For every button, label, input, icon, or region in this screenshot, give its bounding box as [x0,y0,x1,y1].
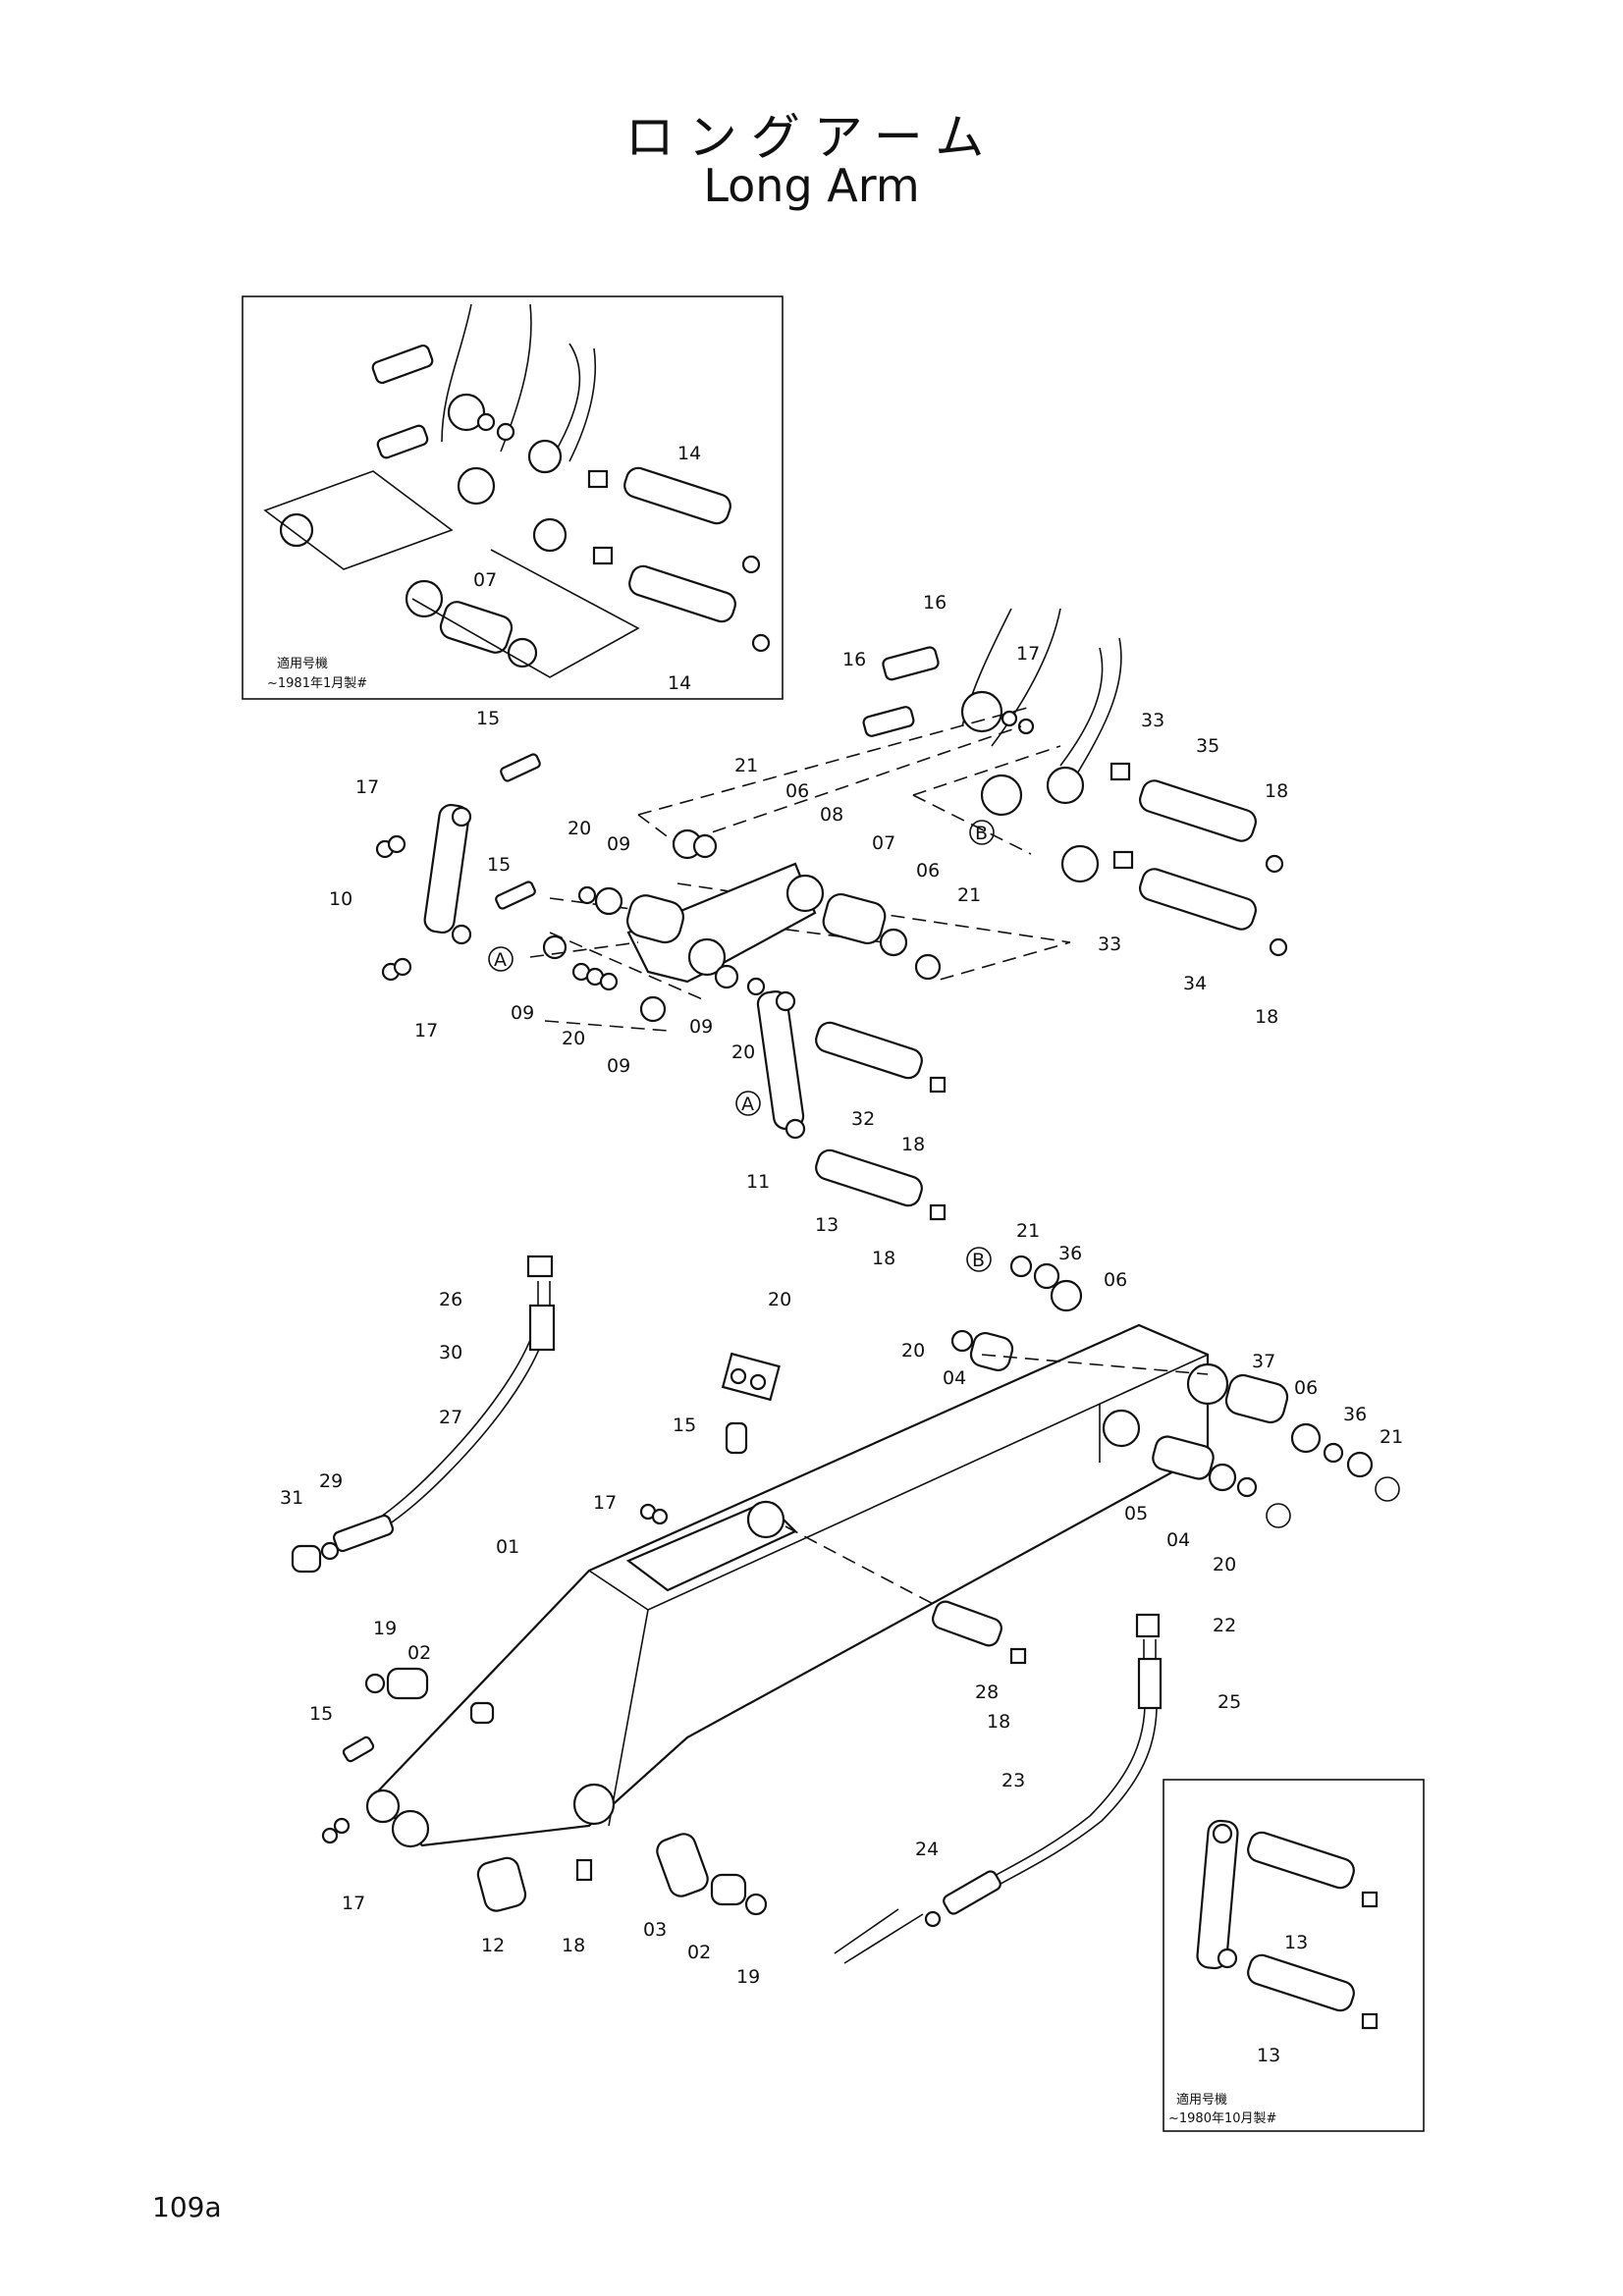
link-assembly [375,608,1288,1221]
callout-15-d: 15 [309,1703,333,1725]
main-arm [291,1255,1374,1964]
callout-18-b: 18 [1255,1006,1278,1028]
callout-15-c: 15 [673,1415,696,1436]
callout-21-a: 21 [734,755,758,776]
marker-b-1: B [975,823,988,844]
callout-04-a: 04 [943,1367,966,1389]
callout-20-f: 20 [1213,1554,1236,1575]
callout-20-e: 20 [901,1340,925,1362]
inset-bottom-frame [1163,1779,1425,2132]
page-number: 109a [152,2191,222,2223]
inset-top-frame [242,295,784,700]
callout-14-a: 14 [677,443,701,464]
callout-07-inset: 07 [473,569,497,591]
inset-top: 14 14 07 適用号機 ~1981年1月製# [242,295,784,700]
callout-09-a: 09 [607,833,630,855]
callout-12: 12 [481,1935,505,1956]
callout-13-inset-a: 13 [1284,1932,1308,1953]
callout-20-c: 20 [731,1041,755,1063]
marker-b-2: B [972,1250,985,1271]
callout-17-top: 17 [1016,643,1040,665]
callout-24: 24 [915,1839,939,1860]
callout-22: 22 [1213,1615,1236,1636]
callout-06-d: 06 [1294,1377,1318,1399]
callout-36-b: 36 [1343,1404,1367,1425]
callout-18-c: 18 [901,1134,925,1155]
callout-31: 31 [280,1487,303,1509]
callout-06-a: 06 [785,780,809,802]
callout-20-b: 20 [562,1028,585,1049]
callout-04-b: 04 [1166,1529,1190,1551]
callout-27: 27 [439,1407,462,1428]
callout-06-b: 06 [916,860,940,881]
callout-05: 05 [1124,1503,1148,1524]
callout-28: 28 [975,1682,999,1703]
callout-16-a: 16 [923,592,947,614]
callout-09-c: 09 [607,1055,630,1077]
callout-23: 23 [1001,1770,1025,1791]
callout-02-b: 02 [687,1942,711,1963]
callout-37: 37 [1252,1351,1275,1372]
page-title-japanese: ロングアーム [624,109,999,166]
callout-01: 01 [496,1536,519,1558]
callout-10: 10 [329,888,352,910]
callout-18-a: 18 [1265,780,1288,802]
marker-a-2: A [741,1094,754,1115]
callout-16-b: 16 [842,649,866,670]
callout-02-a: 02 [407,1642,431,1664]
callout-03: 03 [643,1919,667,1941]
callout-13-inset-b: 13 [1257,2045,1280,2066]
callout-17-a: 17 [355,776,379,798]
inset-top-note-line2: ~1981年1月製# [267,676,367,691]
inset-top-note-line1: 適用号機 [277,656,328,671]
callout-17-d: 17 [342,1893,365,1914]
callout-08: 08 [820,804,843,826]
callout-07: 07 [872,832,895,854]
page-title-english: Long Arm [703,159,920,212]
callout-21-d: 21 [1380,1426,1403,1448]
callout-21-c: 21 [1016,1220,1040,1242]
callout-19-a: 19 [373,1618,397,1639]
callout-18-d: 18 [872,1248,895,1269]
callout-19-b: 19 [736,1966,760,1988]
inset-bottom-note-line2: ~1980年10月製# [1168,2111,1276,2126]
callout-29: 29 [319,1470,343,1492]
callout-36-a: 36 [1058,1243,1082,1264]
callout-18-f: 18 [562,1935,585,1956]
callout-06-c: 06 [1104,1269,1127,1291]
callout-21-b: 21 [957,884,981,906]
callout-13: 13 [815,1214,839,1236]
callout-30: 30 [439,1342,462,1363]
callout-15-a: 15 [476,708,500,729]
callout-33-b: 33 [1098,934,1121,955]
callout-26: 26 [439,1289,462,1310]
callout-18-e: 18 [987,1711,1010,1733]
callout-09-d: 09 [689,1016,713,1038]
inset-bottom: 13 13 適用号機 ~1980年10月製# [1163,1779,1425,2132]
callout-33-a: 33 [1141,710,1164,731]
callout-25: 25 [1217,1691,1241,1713]
callout-20-d: 20 [768,1289,791,1310]
callout-32: 32 [851,1108,875,1130]
callout-14-b: 14 [668,672,691,694]
callout-15-b: 15 [487,854,511,876]
callout-20-a: 20 [568,818,591,839]
marker-a-1: A [494,949,507,971]
callout-labels: 16 16 17 33 35 18 33 34 18 15 17 10 15 1… [280,592,1403,1988]
callout-34: 34 [1183,973,1207,994]
callout-17-b: 17 [414,1020,438,1041]
callout-35: 35 [1196,735,1219,757]
callout-11: 11 [746,1171,770,1193]
callout-17-c: 17 [593,1492,617,1514]
inset-bottom-note-line1: 適用号機 [1176,2092,1227,2108]
callout-09-b: 09 [511,1002,534,1024]
